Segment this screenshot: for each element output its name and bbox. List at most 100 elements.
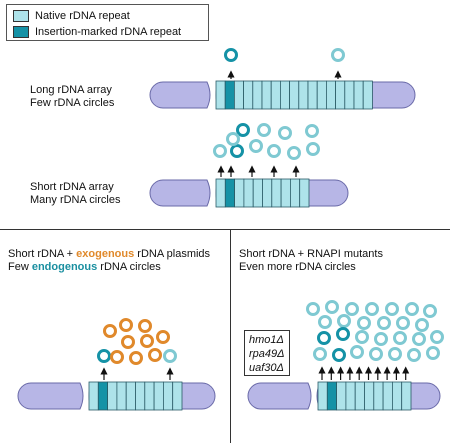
long-native-circle xyxy=(331,48,345,62)
short-rdna-circle-2 xyxy=(278,126,292,140)
long-marked-circle xyxy=(224,48,238,62)
plasmid-chromosome-native-repeat xyxy=(144,381,155,411)
plasmid-line1-c: rDNA plasmids xyxy=(134,248,211,260)
short-chromosome-native-repeat xyxy=(299,178,310,208)
legend-marked-row: Insertion-marked rDNA repeat xyxy=(13,25,181,39)
long-chromosome-native-repeat xyxy=(261,80,272,110)
rnapi-rdna-circle-4 xyxy=(385,302,399,316)
rnapi-rdna-circle-11 xyxy=(396,316,410,330)
plasmid-line2-a: Few xyxy=(8,261,32,273)
plasmid-chromosome-native-repeat xyxy=(162,381,174,411)
legend-marked-label: Insertion-marked rDNA repeat xyxy=(35,26,182,38)
legend: Native rDNA repeat Insertion-marked rDNA… xyxy=(6,4,209,41)
rnapi-rdna-circle-10 xyxy=(377,316,391,330)
mutants-box: hmo1Δ rpa49Δ uaf30Δ xyxy=(244,330,290,376)
short-rdna-circle-8 xyxy=(306,142,320,156)
rnapi-rdna-circle-25 xyxy=(407,348,421,362)
plasmid-exogenous-word: exogenous xyxy=(76,248,135,260)
plasmid-chromosome-native-repeat xyxy=(88,381,99,411)
rnapi-rdna-circle-15 xyxy=(355,330,369,344)
plasmid-line2-c: rDNA circles xyxy=(97,261,161,273)
short-chromosome-native-repeat xyxy=(243,178,254,208)
rnapi-rdna-circle-23 xyxy=(369,347,383,361)
rnapi-chromosome-marked-repeat xyxy=(326,381,337,411)
long-chromosome-native-repeat xyxy=(362,80,373,110)
exogenous-plasmid-circle-1 xyxy=(138,319,152,333)
long-chromosome-native-repeat xyxy=(298,80,309,110)
plasmid-chromosome-native-repeat xyxy=(172,381,183,411)
long-chromosome-native-repeat xyxy=(353,80,364,110)
long-chromosome-native-repeat xyxy=(215,80,226,110)
short-rdna-circle-6 xyxy=(267,144,281,158)
short-chromosome-native-repeat xyxy=(234,178,245,208)
rnapi-rdna-circle-24 xyxy=(388,347,402,361)
rnapi-chromosome-left-arm xyxy=(247,382,312,410)
short-array-line2: Many rDNA circles xyxy=(30,194,121,206)
plasmid-chromosome-native-repeat xyxy=(135,381,146,411)
plasmid-panel-line2: Few endogenous rDNA circles xyxy=(8,261,210,274)
long-chromosome-native-repeat xyxy=(270,80,281,110)
mutant-uaf30: uaf30Δ xyxy=(249,362,284,374)
rnapi-chromosome-native-repeat xyxy=(345,381,356,411)
mutant-rpa49: rpa49Δ xyxy=(249,348,285,360)
long-chromosome-native-repeat xyxy=(325,80,336,110)
rnapi-rdna-circle-8 xyxy=(337,314,351,328)
long-chromosome-marked-repeat xyxy=(224,80,235,110)
rnapi-rdna-circle-13 xyxy=(317,331,331,345)
long-chromosome-native-repeat xyxy=(289,80,300,110)
mutant-hmo1: hmo1Δ xyxy=(249,334,284,346)
rnapi-rdna-circle-17 xyxy=(393,331,407,345)
long-chromosome xyxy=(149,80,416,110)
rnapi-rdna-circle-22 xyxy=(350,345,364,359)
rnapi-chromosome-native-repeat xyxy=(317,381,328,411)
short-rdna-circle-1 xyxy=(257,123,271,137)
rnapi-rdna-circle-9 xyxy=(357,316,371,330)
short-chromosome-native-repeat xyxy=(280,178,291,208)
rnapi-panel-line2: Even more rDNA circles xyxy=(239,261,356,273)
short-chromosome-native-repeat xyxy=(215,178,226,208)
exogenous-plasmid-circle-0 xyxy=(119,318,133,332)
rnapi-rdna-circle-21 xyxy=(332,348,346,362)
rnapi-rdna-circle-3 xyxy=(365,302,379,316)
plasmid-chromosome-left-arm xyxy=(17,382,84,410)
plasmid-chromosome-native-repeat xyxy=(153,381,164,411)
rnapi-rdna-circle-7 xyxy=(318,315,332,329)
vertical-divider xyxy=(230,229,231,443)
plasmid-endogenous-word: endogenous xyxy=(31,261,98,273)
rnapi-chromosome-native-repeat xyxy=(336,381,347,411)
short-chromosome-native-repeat xyxy=(289,178,301,208)
rnapi-chromosome-native-repeat xyxy=(364,381,375,411)
rnapi-panel-line1: Short rDNA + RNAPI mutants xyxy=(239,248,383,260)
rnapi-chromosome-native-repeat xyxy=(382,381,393,411)
plasmid-chromosome-native-repeat xyxy=(125,381,136,411)
marked-repeat-swatch xyxy=(13,26,29,38)
long-chromosome-left-arm xyxy=(149,81,211,109)
exogenous-plasmid-circle-5 xyxy=(156,330,170,344)
short-chromosome-native-repeat xyxy=(252,178,263,208)
exogenous-plasmid-circle-3 xyxy=(121,335,135,349)
short-array-line1: Short rDNA array xyxy=(30,181,114,193)
plasmid-endogenous-marked-circle xyxy=(97,349,111,363)
long-array-line1: Long rDNA array xyxy=(30,84,112,96)
short-rdna-circle-9 xyxy=(226,132,240,146)
short-chromosome-native-repeat xyxy=(271,178,282,208)
short-chromosome-native-repeat xyxy=(262,178,273,208)
rnapi-rdna-circle-19 xyxy=(430,330,444,344)
rnapi-panel-label: Short rDNA + RNAPI mutants Even more rDN… xyxy=(239,248,383,274)
rnapi-chromosome-native-repeat xyxy=(391,381,403,411)
rnapi-chromosome xyxy=(247,381,441,411)
plasmid-panel-label: Short rDNA + exogenous rDNA plasmids Few… xyxy=(8,248,210,274)
rnapi-rdna-circle-6 xyxy=(423,304,437,318)
rnapi-rdna-circle-18 xyxy=(412,332,426,346)
rnapi-rdna-circle-12 xyxy=(415,318,429,332)
plasmid-chromosome-marked-repeat xyxy=(97,381,109,411)
plasmid-chromosome-native-repeat xyxy=(107,381,118,411)
short-rdna-circle-10 xyxy=(305,124,319,138)
rnapi-chromosome-native-repeat xyxy=(401,381,412,411)
rnapi-rdna-circle-20 xyxy=(313,347,327,361)
exogenous-plasmid-circle-7 xyxy=(129,351,143,365)
plasmid-chromosome xyxy=(17,381,216,411)
legend-native-row: Native rDNA repeat xyxy=(13,9,130,23)
short-rdna-circle-3 xyxy=(213,144,227,158)
